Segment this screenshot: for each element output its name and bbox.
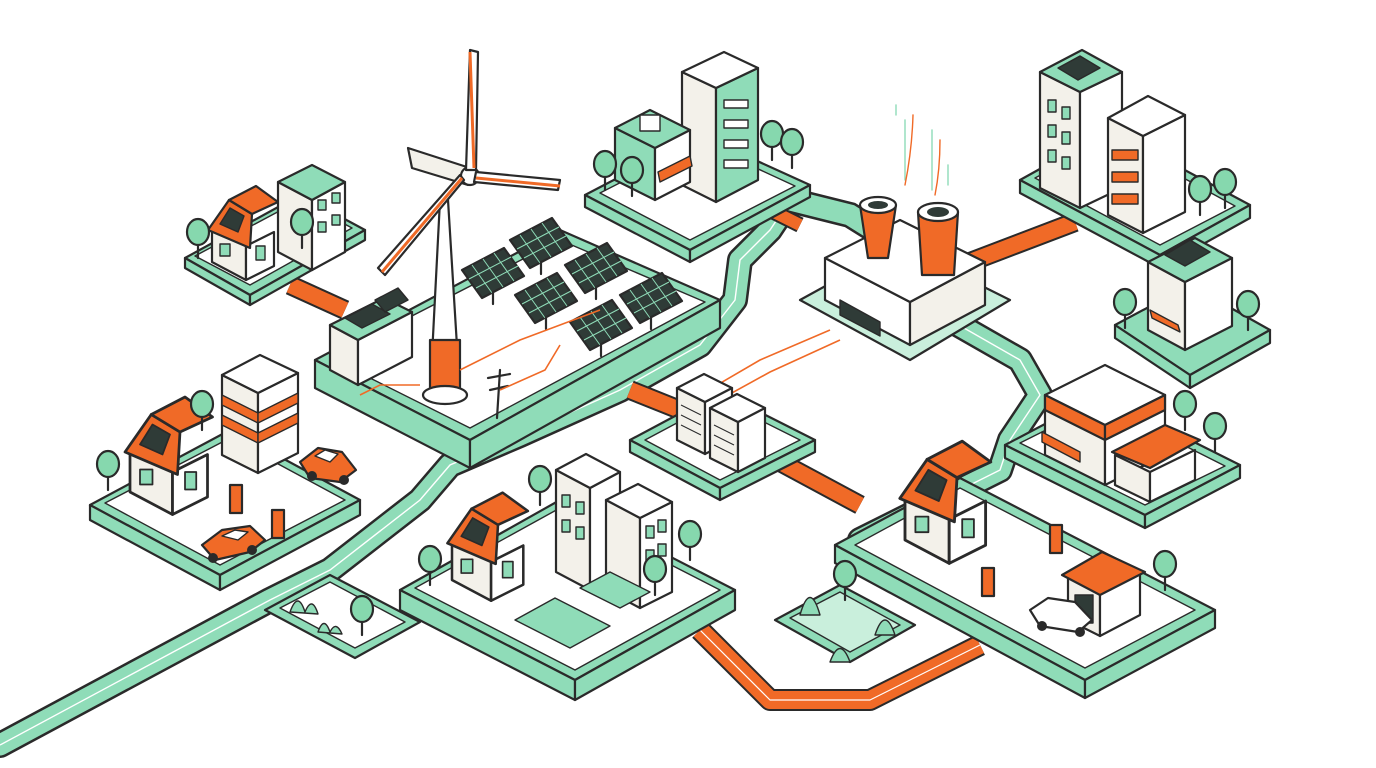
tree-icon [527,464,553,507]
wind-turbine-icon [376,48,562,406]
tree-icon [1172,389,1198,432]
shop-building-top-center [613,108,693,202]
ev-charger-icon [980,523,1064,598]
platform-bottom-left-park [263,573,422,660]
tree-icon [677,519,703,562]
apartment-building-tall [680,50,760,204]
ev-charger-icon [228,483,286,540]
platform-left-houses-ev [88,428,362,592]
electric-car-icon [200,524,267,563]
data-center-icon [675,372,767,474]
power-pole-icon [486,368,512,420]
tree-icon [779,127,805,170]
shrub-icon [799,596,896,663]
tree-icon [759,119,785,162]
tree-icon [95,449,121,492]
tree-icon [1202,411,1228,454]
electric-car-icon [298,446,358,485]
small-building-with-solar [328,287,414,387]
platform-wind-solar-farm [313,228,722,470]
apartment-building-top-left [276,163,347,272]
apartment-building-right-solar [1146,236,1234,352]
apartment-building-left-orange [220,353,300,475]
apartment-building-top-right-orange [1106,94,1187,235]
electric-car-icon [1028,596,1094,637]
apartment-building-top-right-tall [1038,48,1124,210]
orange-power-cables [285,197,1079,711]
shrub-icon [289,600,343,635]
factory-icon [823,104,987,347]
shop-icon [1041,363,1202,504]
garden-plot [514,571,651,649]
